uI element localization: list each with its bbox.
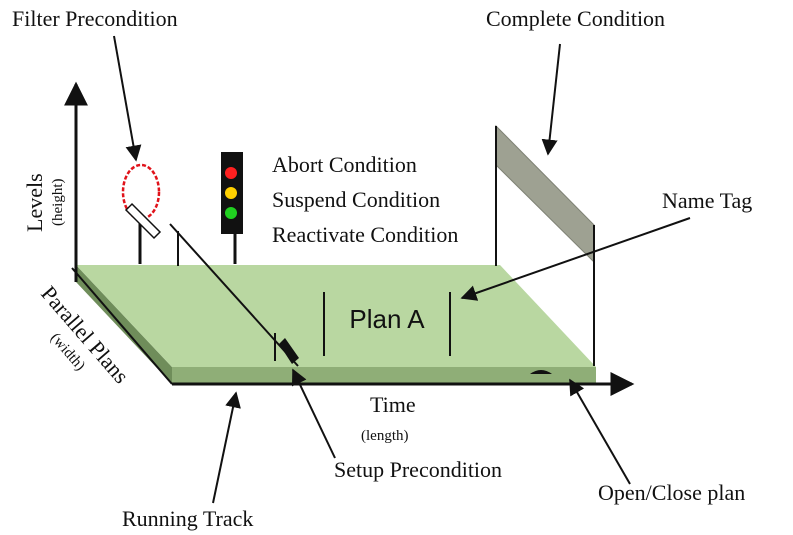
time-axis-label: Time	[370, 392, 416, 417]
setup-precondition-label: Setup Precondition	[334, 457, 502, 482]
pointer-arrows	[113, 35, 691, 504]
complete-condition-label: Complete Condition	[486, 6, 665, 31]
open-close-arrow	[569, 378, 631, 485]
traffic-light-icon	[221, 152, 243, 264]
levels-axis-label: Levels	[22, 173, 47, 232]
track-front-face	[172, 367, 596, 384]
yellow-light-icon	[225, 187, 237, 199]
open-close-plan-label: Open/Close plan	[598, 480, 745, 505]
open-close-marker	[530, 370, 552, 374]
name-tag-label: Name Tag	[662, 188, 752, 213]
running-track-slab	[76, 265, 596, 384]
running-track-label: Running Track	[122, 506, 253, 531]
setup-flag	[279, 338, 299, 364]
plan-name: Plan A	[349, 304, 425, 334]
levels-axis-sublabel: (height)	[50, 179, 66, 226]
filter-ring-icon	[121, 163, 161, 221]
running-track-arrow	[212, 391, 241, 504]
suspend-condition-label: Suspend Condition	[272, 187, 440, 212]
track-side-face	[76, 265, 172, 384]
complete-panel-face	[495, 124, 595, 264]
axes	[64, 81, 635, 396]
filter-bar	[124, 202, 162, 240]
setup-diagonal-line	[169, 223, 299, 367]
complete-condition-panel	[495, 124, 595, 366]
setup-precondition-marker	[169, 223, 299, 367]
name-tag-arrow	[460, 217, 691, 301]
parallel-plans-axis	[71, 267, 173, 385]
reactivate-condition-label: Reactivate Condition	[272, 222, 458, 247]
green-light-icon	[225, 207, 237, 219]
red-light-icon	[225, 167, 237, 179]
filter-precondition-sign	[121, 163, 162, 264]
setup-precondition-arrow	[291, 368, 336, 459]
filter-precondition-arrow	[113, 35, 142, 162]
filter-precondition-label: Filter Precondition	[12, 6, 178, 31]
abort-condition-label: Abort Condition	[272, 152, 417, 177]
plan-name-tag: Plan A	[323, 292, 451, 356]
time-axis-sublabel: (length)	[361, 428, 408, 444]
complete-condition-arrow	[541, 43, 561, 156]
